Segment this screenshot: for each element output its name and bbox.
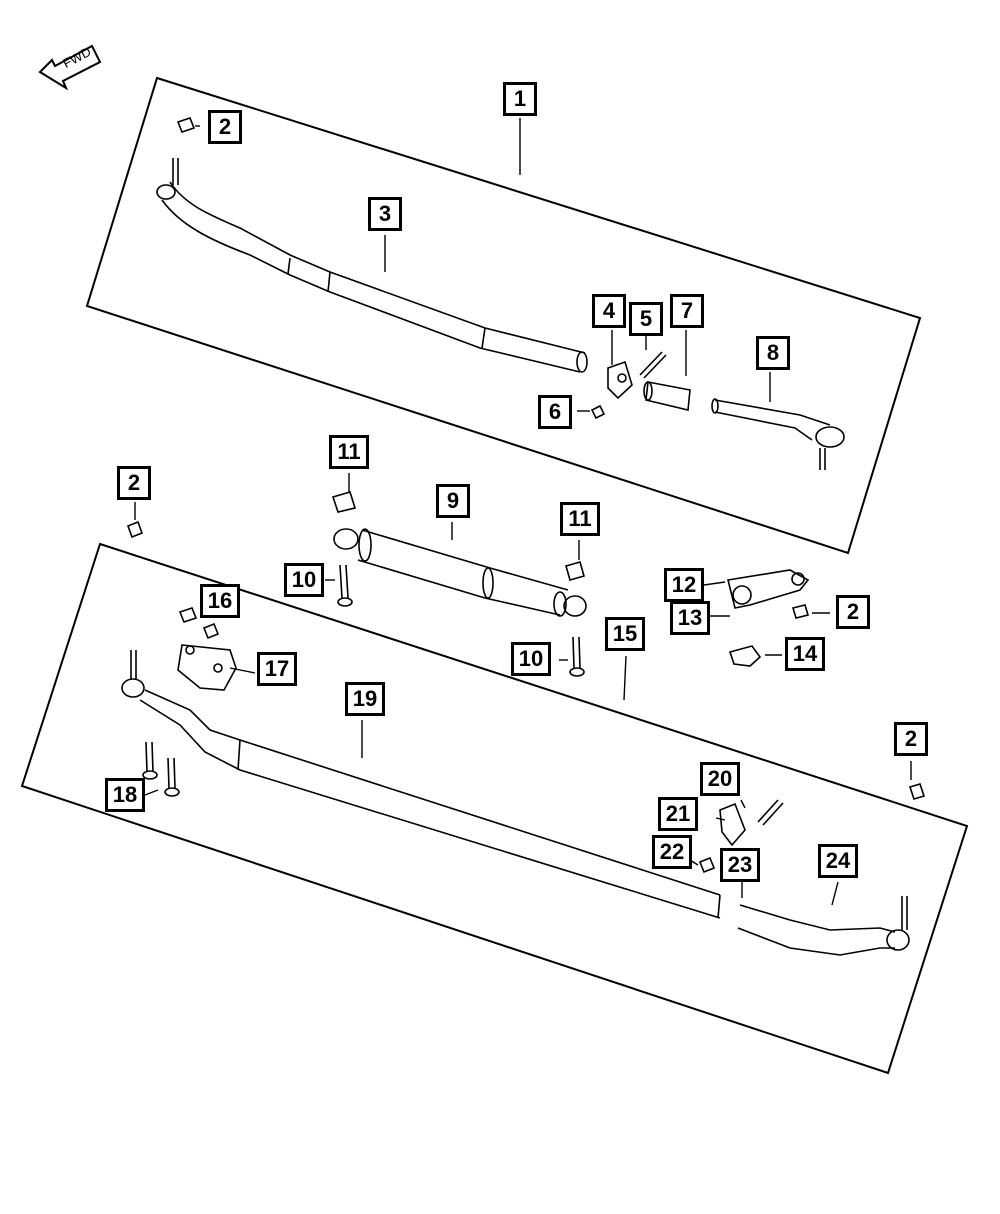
callout-17: 17 [257, 652, 297, 686]
forward-arrow-icon [38, 44, 102, 91]
tie-rod-tube [121, 650, 721, 919]
callout-2: 2 [894, 722, 928, 756]
mounting-plate [177, 607, 237, 691]
callout-18: 18 [105, 778, 145, 812]
drag-link-tube [156, 158, 588, 373]
callout-10: 10 [284, 563, 324, 597]
callout-6: 6 [538, 395, 572, 429]
callout-15: 15 [605, 617, 645, 651]
leader-lines [134, 118, 912, 906]
callout-4: 4 [592, 294, 626, 328]
callout-11: 11 [329, 435, 369, 469]
callout-21: 21 [658, 797, 698, 831]
lower-clamp [698, 799, 784, 874]
outer-tie-rod-end [737, 896, 910, 956]
tie-rod-end [711, 398, 845, 470]
plate-bolts [142, 741, 180, 797]
callout-3: 3 [368, 197, 402, 231]
small-nuts [126, 117, 926, 800]
clamp-assembly [590, 351, 691, 420]
callout-2: 2 [836, 595, 870, 629]
upper-assembly-frame [85, 76, 922, 555]
callout-20: 20 [700, 762, 740, 796]
lower-assembly-frame [20, 542, 969, 1075]
callout-2: 2 [208, 110, 242, 144]
callout-12: 12 [664, 568, 704, 602]
callout-19: 19 [345, 682, 385, 716]
damper-bolts [337, 564, 585, 677]
callout-8: 8 [756, 336, 790, 370]
callout-5: 5 [629, 302, 663, 336]
callout-9: 9 [436, 484, 470, 518]
pitman-bracket [727, 569, 810, 609]
callout-24: 24 [818, 844, 858, 878]
callout-11: 11 [560, 502, 600, 536]
damper-nuts [331, 491, 585, 581]
callout-16: 16 [200, 584, 240, 618]
callout-7: 7 [670, 294, 704, 328]
callout-14: 14 [785, 637, 825, 671]
callout-13: 13 [670, 601, 710, 635]
steering-damper [333, 528, 587, 617]
callout-22: 22 [652, 835, 692, 869]
callout-2: 2 [117, 466, 151, 500]
callout-23: 23 [720, 848, 760, 882]
callout-10: 10 [511, 642, 551, 676]
callout-1: 1 [503, 82, 537, 116]
jam-nut [728, 645, 762, 667]
